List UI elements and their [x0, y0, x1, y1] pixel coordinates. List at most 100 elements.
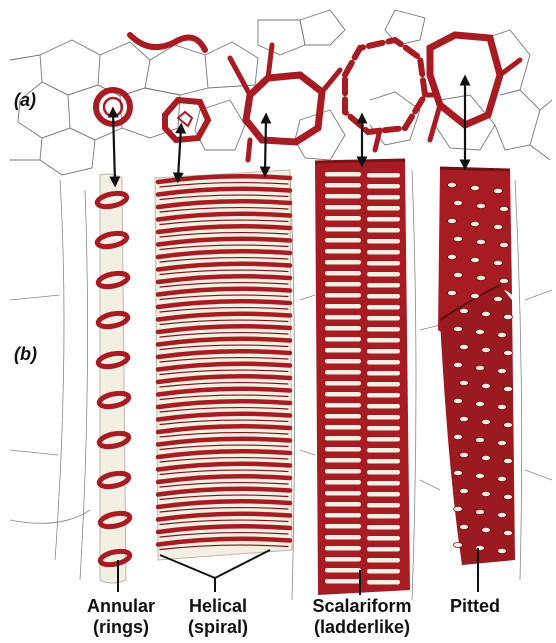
scalariform-slit — [367, 184, 400, 189]
bordered-pit — [448, 182, 457, 187]
scalariform-slit — [367, 250, 400, 255]
scalariform-slit — [367, 404, 400, 409]
scalariform-slit — [367, 228, 400, 233]
bordered-pit — [504, 386, 513, 391]
bordered-pit — [448, 218, 457, 223]
bordered-pit — [471, 257, 480, 262]
scalariform-slit — [367, 580, 400, 585]
scalariform-slit — [325, 579, 361, 584]
scalariform-slit — [367, 569, 400, 574]
scalariform-slit — [325, 337, 361, 342]
scalariform-slit — [325, 535, 361, 540]
scalariform-slit — [325, 447, 361, 452]
scalariform-slit — [325, 172, 361, 177]
scalariform-slit — [367, 415, 400, 420]
bordered-pit — [476, 545, 485, 550]
bordered-pit — [460, 308, 469, 313]
scalariform-slit — [367, 283, 400, 288]
scalariform-slit — [367, 206, 400, 211]
bordered-pit — [476, 401, 485, 406]
bordered-pit — [504, 314, 513, 319]
scalariform-slit — [325, 414, 361, 419]
scalariform-cross-section-wall — [246, 75, 322, 142]
bordered-pit — [500, 242, 509, 247]
scalariform-slit — [325, 524, 361, 529]
scalariform-slit — [367, 327, 400, 332]
scalariform-slit — [367, 547, 400, 552]
scalariform-slit — [325, 304, 361, 309]
bordered-pit — [504, 458, 513, 463]
bordered-pit — [460, 488, 469, 493]
bordered-pit — [471, 221, 480, 226]
scalariform-slit — [367, 338, 400, 343]
scalariform-slit — [367, 360, 400, 365]
bordered-pit — [460, 416, 469, 421]
bordered-pit — [476, 329, 485, 334]
scalariform-slit — [325, 480, 361, 485]
scalariform-vessel — [315, 160, 410, 595]
scalariform-slit — [325, 282, 361, 287]
scalariform-slit — [367, 195, 400, 200]
bordered-pit — [460, 380, 469, 385]
scalariform-slit — [325, 249, 361, 254]
bordered-pit — [498, 476, 507, 481]
bordered-pit — [454, 506, 463, 511]
scalariform-slit — [325, 348, 361, 353]
label-scalariform-name: Scalariform — [292, 596, 432, 617]
bordered-pit — [482, 527, 491, 532]
scalariform-slit — [367, 470, 400, 475]
label-pitted: Pitted — [430, 596, 520, 617]
scalariform-slit — [325, 502, 361, 507]
bordered-pit — [498, 512, 507, 517]
scalariform-slit — [325, 557, 361, 562]
bordered-pit — [454, 398, 463, 403]
scalariform-slit — [325, 568, 361, 573]
scalariform-slit — [367, 393, 400, 398]
label-scalariform: Scalariform (ladderlike) — [292, 596, 432, 638]
helical-vessel — [155, 170, 292, 560]
label-scalariform-detail: (ladderlike) — [292, 617, 432, 638]
bordered-pit — [482, 347, 491, 352]
bordered-pit — [500, 278, 509, 283]
bordered-pit — [504, 350, 513, 355]
scalariform-slit — [325, 392, 361, 397]
bordered-pit — [498, 404, 507, 409]
label-helical-name: Helical — [168, 596, 268, 617]
scalariform-slit — [325, 315, 361, 320]
scalariform-slit — [325, 370, 361, 375]
bordered-pit — [471, 185, 480, 190]
bordered-pit — [460, 344, 469, 349]
scalariform-slit — [367, 349, 400, 354]
scalariform-slit — [367, 217, 400, 222]
bordered-pit — [494, 224, 503, 229]
scalariform-slit — [367, 305, 400, 310]
annular-vessel — [96, 174, 131, 583]
label-annular: Annular (rings) — [66, 596, 176, 638]
scalariform-slit — [325, 194, 361, 199]
scalariform-slit — [367, 294, 400, 299]
scalariform-slit — [325, 271, 361, 276]
bordered-pit — [454, 362, 463, 367]
scalariform-slit — [325, 381, 361, 386]
bordered-pit — [482, 491, 491, 496]
scalariform-slit — [325, 183, 361, 188]
scalariform-slit — [367, 261, 400, 266]
scalariform-slit — [325, 293, 361, 298]
scalariform-slit — [367, 492, 400, 497]
scalariform-slit — [325, 216, 361, 221]
bordered-pit — [494, 188, 503, 193]
bordered-pit — [504, 422, 513, 427]
bordered-pit — [454, 236, 463, 241]
scalariform-slit — [325, 458, 361, 463]
label-annular-detail: (rings) — [66, 617, 176, 638]
panel-label-a: (a) — [14, 90, 36, 111]
scalariform-slit — [325, 436, 361, 441]
panel-label-b: (b) — [14, 344, 37, 365]
bordered-pit — [454, 434, 463, 439]
scalariform-slit — [325, 260, 361, 265]
scalariform-slit — [367, 448, 400, 453]
scalariform-slit — [325, 425, 361, 430]
scalariform-slit — [367, 316, 400, 321]
scalariform-slit — [367, 426, 400, 431]
